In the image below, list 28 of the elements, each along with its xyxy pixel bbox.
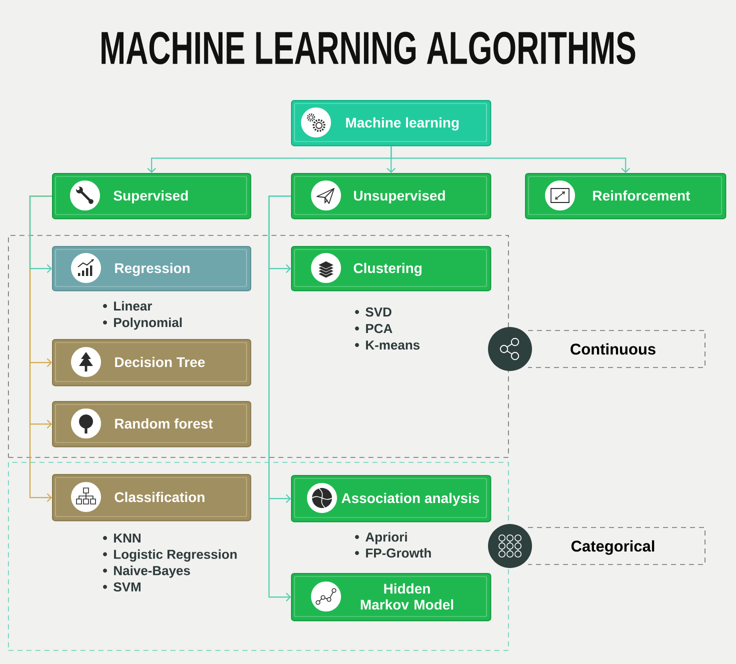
category-box: Regression	[52, 246, 252, 292]
list-item: FP-Growth	[366, 548, 431, 558]
connector-arrow	[390, 146, 630, 173]
category-box: Reinforcement	[525, 173, 726, 220]
category-box: Machine learning	[291, 100, 492, 146]
group-label: Categorical	[528, 527, 706, 565]
category-box: Decision Tree	[52, 339, 252, 386]
connector-arrow	[268, 196, 291, 602]
list-item: SVD	[366, 307, 392, 317]
category-box: Association analysis	[291, 475, 492, 522]
group-label: Continuous	[528, 330, 706, 368]
list-item: Naive-Bayes	[114, 566, 190, 578]
category-box: Supervised	[52, 173, 252, 220]
list-item: Apriori	[366, 532, 407, 544]
category-box: Random forest	[52, 401, 252, 448]
category-box: Unsupervised	[291, 173, 492, 220]
list-item: Linear	[114, 301, 152, 311]
connector-arrow	[29, 196, 52, 273]
list-item: Polynomial	[114, 318, 182, 330]
list-item: K-means	[366, 340, 420, 350]
category-box: Hidden Markov Model	[291, 573, 492, 622]
title: MACHINE LEARNING ALGORITHMS	[102, 32, 636, 64]
list-item: KNN	[114, 534, 140, 542]
category-box: Clustering	[291, 246, 492, 292]
category-box: Classification	[52, 474, 252, 522]
list-item: SVM	[114, 582, 140, 592]
list-item: PCA	[366, 324, 392, 334]
list-item: Logistic Regression	[114, 549, 237, 562]
